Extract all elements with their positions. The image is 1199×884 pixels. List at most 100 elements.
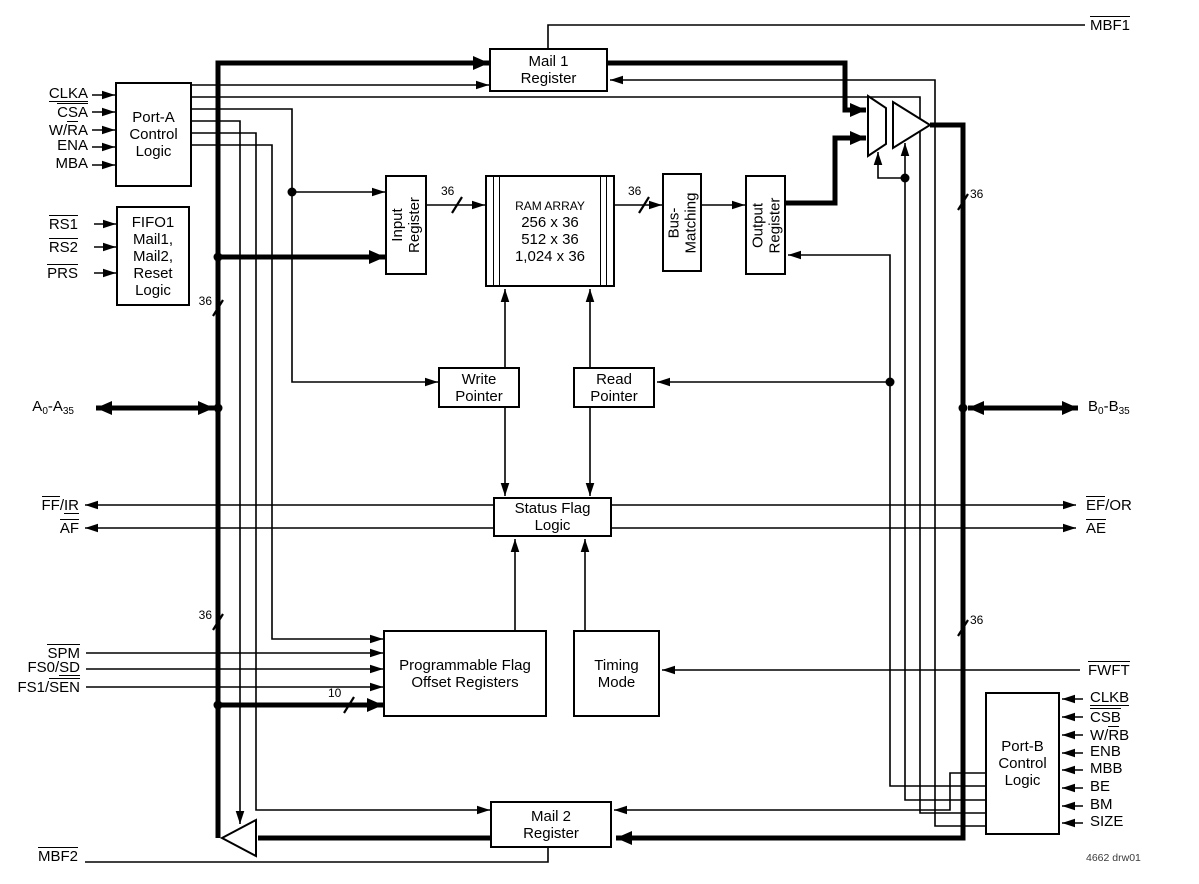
arrowhead bbox=[968, 401, 984, 415]
pin-label-be: BE bbox=[1090, 779, 1110, 794]
bus-width-slash bbox=[957, 193, 969, 211]
arrowhead bbox=[235, 811, 245, 824]
arrowhead bbox=[500, 289, 510, 302]
pin-label-fwft: FWFT bbox=[1088, 661, 1130, 678]
junction-dot bbox=[287, 187, 297, 197]
bus-width-label: 36 bbox=[970, 613, 984, 627]
pin-label-segment: ENB bbox=[1090, 743, 1121, 760]
box-label: Read bbox=[596, 370, 632, 388]
pin-label-enb: ENB bbox=[1090, 744, 1121, 759]
pin-label-rs1: RS1 bbox=[48, 215, 78, 233]
pin-label-segment: 0 bbox=[42, 406, 48, 417]
arrowhead bbox=[1062, 783, 1075, 793]
arrowhead bbox=[370, 648, 383, 658]
arrowhead bbox=[1062, 748, 1075, 758]
box-label: Reset bbox=[133, 264, 173, 282]
arrowhead bbox=[103, 242, 116, 252]
arrowhead bbox=[873, 152, 883, 165]
arrowhead bbox=[585, 289, 595, 302]
box-label: Mail 1 bbox=[528, 53, 569, 70]
box-label: Programmable Flag bbox=[399, 656, 531, 674]
arrowhead bbox=[662, 665, 675, 675]
pin-label-segment: A bbox=[77, 122, 88, 139]
pin-label-clkb: CLKB bbox=[1090, 689, 1130, 706]
pin-label-segment: BE bbox=[1090, 778, 1111, 795]
wire bbox=[614, 772, 985, 811]
box-label: Mail 2 bbox=[530, 807, 571, 825]
arrowhead bbox=[788, 250, 801, 260]
pin-label-segment: EF bbox=[1086, 496, 1106, 514]
arrowhead bbox=[96, 401, 112, 415]
arrowhead bbox=[102, 142, 115, 152]
pin-label-mbf2: MBF2 bbox=[37, 847, 78, 864]
pin-label-segment: CSB bbox=[1090, 708, 1121, 726]
pin-label-segment: SIZE bbox=[1090, 813, 1124, 830]
box-label: Logic bbox=[1004, 772, 1041, 789]
arrowhead bbox=[476, 80, 489, 90]
wire bbox=[616, 122, 966, 841]
bus-width-slash bbox=[957, 619, 969, 637]
pin-label-segment: -A bbox=[47, 398, 63, 415]
output-buffer-triangle bbox=[892, 100, 932, 150]
wire bbox=[192, 132, 490, 811]
box-label: 1,024 x 36 bbox=[514, 247, 586, 265]
arrowhead bbox=[103, 219, 116, 229]
pin-label-segment: AE bbox=[1086, 519, 1107, 537]
pin-label-segment: /OR bbox=[1105, 497, 1132, 514]
box-label: 256 x 36 bbox=[521, 213, 579, 231]
pin-label-segment: ENA bbox=[57, 137, 88, 154]
arrowhead bbox=[370, 682, 383, 692]
arrowhead bbox=[1062, 818, 1075, 828]
junction-dot bbox=[885, 377, 895, 387]
arrowhead bbox=[616, 831, 632, 845]
mail2-buffer-triangle bbox=[219, 818, 257, 858]
wire bbox=[547, 24, 1085, 48]
pin-label-fs1: FS1/SEN bbox=[17, 678, 80, 695]
pin-label-segment: 35 bbox=[62, 406, 74, 417]
box-label: Status Flag bbox=[514, 500, 591, 517]
arrowhead bbox=[1062, 694, 1075, 704]
junction-dot bbox=[213, 252, 223, 262]
box-label: Timing bbox=[594, 656, 639, 674]
pin-label-segment: FS0/ bbox=[27, 659, 60, 676]
bus-width-label: 36 bbox=[198, 608, 212, 622]
ram-stack-line bbox=[606, 177, 607, 285]
pin-label-mba: MBA bbox=[55, 156, 88, 171]
box-label: Register bbox=[523, 824, 579, 842]
arrowhead bbox=[102, 125, 115, 135]
pin-label-wrb: W/RB bbox=[1090, 726, 1129, 743]
junction-dot bbox=[900, 173, 910, 183]
bus-width-slash bbox=[212, 613, 224, 631]
pin-label-spm: SPM bbox=[47, 644, 80, 661]
arrowhead bbox=[1063, 523, 1076, 533]
wire bbox=[215, 60, 489, 838]
box-label: FIFO1 bbox=[131, 213, 175, 231]
pin-label-segment: FS1/ bbox=[17, 679, 50, 696]
arrowhead bbox=[370, 664, 383, 674]
pin-label-segment: -B bbox=[1103, 398, 1119, 415]
pin-label-csa: CSA bbox=[57, 103, 88, 120]
arrowhead bbox=[614, 805, 627, 815]
junction-dot bbox=[213, 403, 223, 413]
pin-label-segment: W/ bbox=[48, 122, 68, 139]
bus-width-slash bbox=[343, 696, 355, 714]
pin-label-segment: RS1 bbox=[48, 215, 78, 233]
wire bbox=[85, 848, 549, 863]
arrowhead bbox=[103, 268, 116, 278]
pin-label-segment: CLKA bbox=[48, 85, 88, 102]
wire bbox=[904, 143, 985, 801]
wire bbox=[192, 96, 985, 814]
pin-label-segment: MBB bbox=[1090, 760, 1123, 777]
pin-label-segment: CLKB bbox=[1090, 689, 1130, 706]
arrowhead bbox=[425, 377, 438, 387]
wire bbox=[610, 79, 985, 827]
pin-label-wra: W/RA bbox=[49, 121, 88, 138]
